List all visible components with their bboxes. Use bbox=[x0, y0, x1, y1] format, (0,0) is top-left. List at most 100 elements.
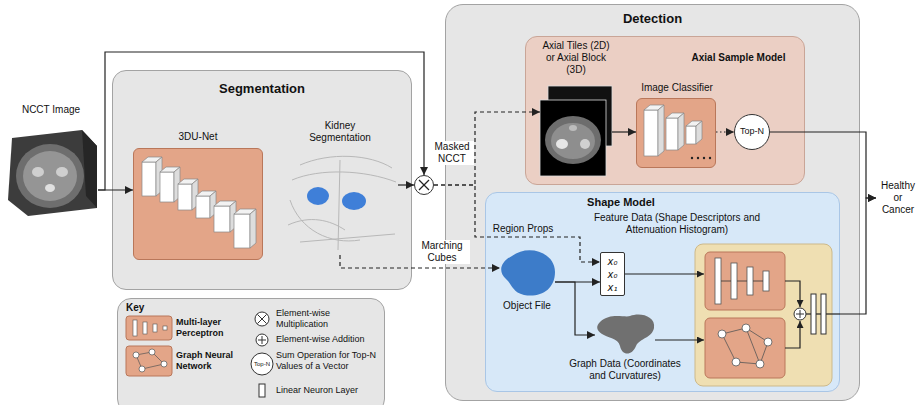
fusion-wires-part bbox=[806, 313, 811, 314]
mlp-block-part-part bbox=[763, 271, 769, 291]
node-text-holder: Masked NCCT bbox=[430, 141, 474, 165]
key-multiply-symbol-part bbox=[258, 315, 267, 324]
key-mlp-icon-part-part bbox=[133, 320, 137, 336]
node-text-holder: Object File bbox=[492, 300, 562, 312]
mlp-block-part-part bbox=[731, 263, 737, 299]
key-linear-symbol-part bbox=[259, 384, 265, 397]
node-text-holder: x₀ bbox=[601, 255, 624, 268]
classifier-layers-part bbox=[644, 110, 658, 156]
node-text: x₁ bbox=[608, 281, 618, 294]
gnn-block-part-part bbox=[718, 330, 726, 338]
feature-vector: Feature Data (Shape Descriptors and Atte… bbox=[600, 252, 625, 296]
key-topn-symbol bbox=[251, 353, 273, 375]
ct-volume-part bbox=[23, 151, 77, 201]
mlp-block-part-part bbox=[737, 281, 747, 282]
connector bbox=[434, 112, 540, 185]
legend-text: Multi-layer Perceptron bbox=[176, 317, 240, 338]
legend-text: Sum Operation for Top-N Values of a Vect… bbox=[276, 350, 380, 371]
kidney-mesh bbox=[501, 250, 555, 295]
kidney-mesh-part bbox=[501, 250, 555, 295]
fusion-panel-part bbox=[695, 244, 832, 386]
classifier-layers-part bbox=[666, 118, 678, 150]
kidney-segmentation-render-part bbox=[307, 187, 329, 205]
axial-slices-part bbox=[556, 139, 568, 149]
mlp-block-part bbox=[715, 258, 769, 304]
node-text: NCCT Image bbox=[22, 104, 80, 116]
node-text-holder: 3DU-Net bbox=[134, 131, 262, 143]
node-text: Shape Model bbox=[587, 196, 655, 209]
connector bbox=[555, 282, 595, 335]
legend-text-holder: Element-wise Multiplication bbox=[276, 308, 380, 329]
symbol-label-holder: Top-N bbox=[251, 359, 273, 369]
graph-mesh-part bbox=[597, 315, 654, 354]
mlp-block-part-part bbox=[747, 267, 753, 295]
key-mlp-icon-part bbox=[126, 316, 172, 340]
legend-text-holder: Multi-layer Perceptron bbox=[176, 317, 240, 338]
classifier-layers-part bbox=[697, 157, 699, 159]
key-gnn-icon-part-part bbox=[139, 366, 145, 372]
node-text-holder: Detection bbox=[446, 11, 859, 27]
node-text-holder: Axial Sample Model bbox=[676, 52, 801, 64]
fusion-wires-part bbox=[625, 273, 704, 274]
kidney-segmentation-render-part-part bbox=[288, 220, 345, 230]
legend-text-holder: Linear Neuron Layer bbox=[276, 385, 380, 396]
classifier-layers-part bbox=[703, 157, 705, 159]
node-text: Masked NCCT bbox=[430, 141, 474, 165]
key-mlp-icon-part-part bbox=[163, 326, 167, 330]
edge-label-holder: Region Props bbox=[488, 223, 558, 235]
node-text-holder: x₁ bbox=[601, 281, 624, 294]
unet-layers bbox=[142, 157, 256, 248]
node-text-holder: NCCT Image bbox=[0, 104, 104, 116]
node-text: Image Classifier bbox=[641, 82, 713, 94]
fusion-wires bbox=[625, 274, 840, 348]
classifier-layers-part bbox=[686, 126, 696, 144]
node-text: x₀ bbox=[608, 255, 618, 268]
gnn-block-part-part bbox=[732, 358, 740, 366]
node-text-holder: Axial Tiles (2D) or Axial Block (3D) bbox=[537, 40, 615, 76]
unet-layers-part bbox=[178, 184, 192, 210]
key-gnn-icon-part bbox=[126, 346, 172, 376]
key-multiply-symbol-part bbox=[255, 312, 269, 326]
axial-slices-part bbox=[540, 100, 606, 176]
kidney-segmentation-render-part-part bbox=[292, 172, 396, 182]
key-gnn-icon-part-part bbox=[142, 364, 164, 369]
key-gnn-icon-part-part bbox=[149, 349, 155, 355]
ct-volume-part bbox=[32, 167, 44, 177]
gnn-block-part-part bbox=[764, 338, 772, 346]
legend-text: Element-wise Multiplication bbox=[276, 308, 380, 329]
node-text-holder: Kidney Segmentation bbox=[304, 120, 376, 144]
gnn-block-part bbox=[722, 328, 768, 364]
classifier-layers bbox=[644, 105, 711, 159]
node-text: Top-N bbox=[740, 125, 764, 137]
gnn-block-part bbox=[718, 324, 772, 368]
linear-layers bbox=[811, 294, 826, 334]
connector bbox=[398, 184, 414, 185]
unet-layers-part bbox=[234, 214, 250, 248]
axial-slices-part bbox=[545, 116, 601, 164]
ct-volume-part bbox=[82, 130, 97, 208]
axial-slices-part bbox=[580, 139, 590, 149]
addition-symbol bbox=[794, 308, 806, 320]
unet-layers-part bbox=[160, 172, 174, 202]
gnn-block-part-part bbox=[746, 328, 760, 364]
node-text: 3DU-Net bbox=[179, 131, 218, 143]
classifier-layers-part bbox=[658, 105, 664, 156]
multiply-symbol-part bbox=[419, 180, 429, 190]
gnn-block-part-part bbox=[722, 334, 736, 362]
node-text-holder: Graph Data (Coordinates and Curvatures) bbox=[560, 358, 690, 382]
node-text: Axial Sample Model bbox=[692, 52, 786, 64]
kidney-segmentation-render-part bbox=[342, 192, 366, 210]
node-text: x₀ bbox=[608, 268, 618, 281]
ct-volume-part bbox=[8, 130, 97, 216]
mlp-block-part bbox=[721, 281, 763, 282]
node-text-holder: Segmentation bbox=[113, 81, 411, 97]
kidney-segmentation-render-part-part bbox=[338, 160, 340, 250]
topn-node: Top-N bbox=[734, 114, 770, 150]
node-text-holder: Feature Data (Shape Descriptors and Atte… bbox=[592, 212, 762, 236]
unet-layers-part bbox=[250, 209, 256, 248]
key-multiply-symbol bbox=[255, 312, 269, 326]
gnn-block-part bbox=[705, 318, 785, 378]
graph-mesh bbox=[597, 315, 654, 354]
node-text-holder: Healthy or Cancer bbox=[878, 180, 918, 216]
unet-layers-part bbox=[142, 162, 156, 196]
